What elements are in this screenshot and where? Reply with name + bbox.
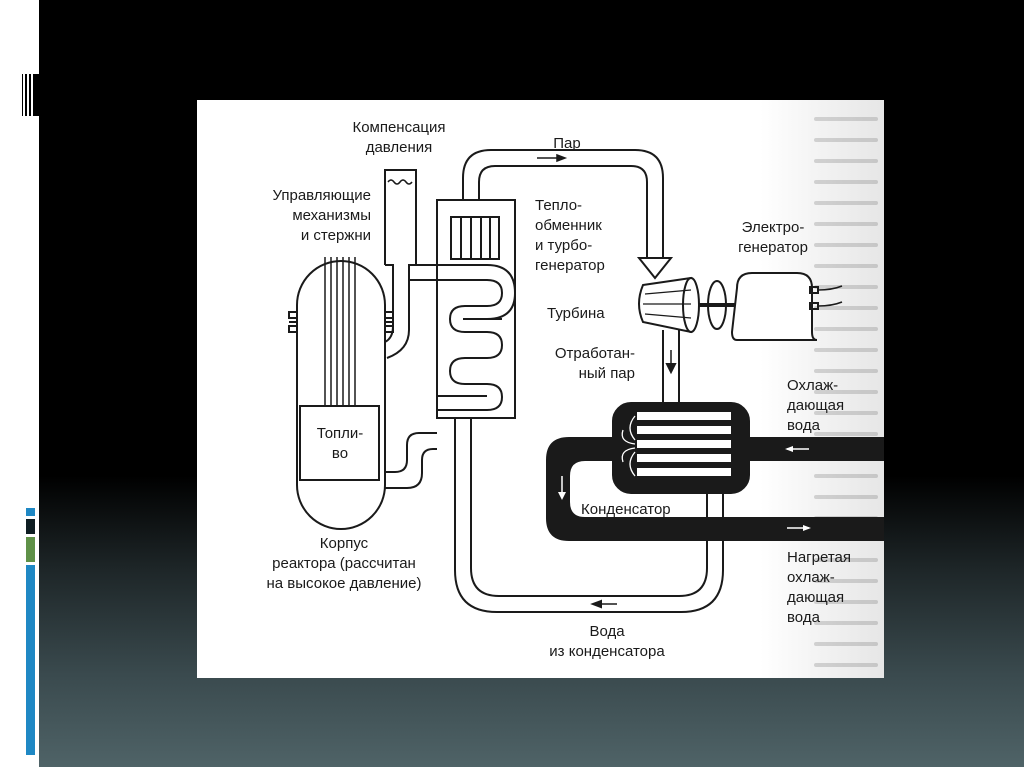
heat-exchanger — [436, 199, 516, 419]
control-rods — [324, 257, 356, 406]
accent-bar-blue-small — [26, 508, 35, 516]
label-spent-steam: Отработан- ный пар — [554, 345, 635, 382]
reactor-vessel — [288, 260, 394, 530]
label-turbine: Турбина — [547, 305, 605, 322]
condenser — [612, 402, 750, 494]
label-cooling-water: Охлаж- дающая вода — [787, 377, 845, 434]
theme-logo-bars — [22, 74, 39, 116]
label-pressure-compensation: Компенсация давления — [352, 119, 446, 156]
steam-flow-arrow — [537, 153, 568, 163]
label-electric-generator: Электро- генератор — [738, 219, 808, 256]
label-fuel: Топли- во — [316, 425, 364, 462]
label-heated-cooling-water: Нагретая охлаж- дающая вода — [787, 549, 851, 626]
accent-bar-green — [26, 537, 35, 562]
label-condenser: Конденсатор — [581, 501, 671, 518]
reactor-diagram-figure: Компенсация давления Управляющие механиз… — [197, 100, 884, 678]
cold-leg-pipe — [385, 432, 437, 489]
label-condenser-water: Вода из конденсатора — [549, 623, 665, 660]
hot-leg-pipe — [409, 264, 437, 281]
label-reactor-vessel: Корпус реактора (рассчитан на высокое да… — [266, 535, 422, 592]
turbine — [638, 276, 737, 334]
condensate-return-pipe — [454, 418, 724, 613]
electric-generator — [730, 272, 843, 341]
accent-bar-dark — [26, 519, 35, 534]
fuel-block — [299, 405, 380, 481]
rotation-symbol — [707, 280, 727, 330]
steam-pipe — [462, 149, 674, 280]
diagram-drawing — [288, 149, 884, 613]
label-control-rods: Управляющие механизмы и стержни — [272, 187, 371, 244]
pressurizer — [384, 169, 417, 359]
accent-bar-blue-long — [26, 565, 35, 755]
cooling-water-pipes — [546, 437, 884, 541]
spent-steam-pipe — [662, 330, 680, 405]
heat-exchanger-coil — [437, 264, 517, 411]
label-steam: Пар — [553, 135, 581, 152]
label-heat-exchanger: Тепло- обменник и турбо- генератор — [535, 197, 605, 274]
